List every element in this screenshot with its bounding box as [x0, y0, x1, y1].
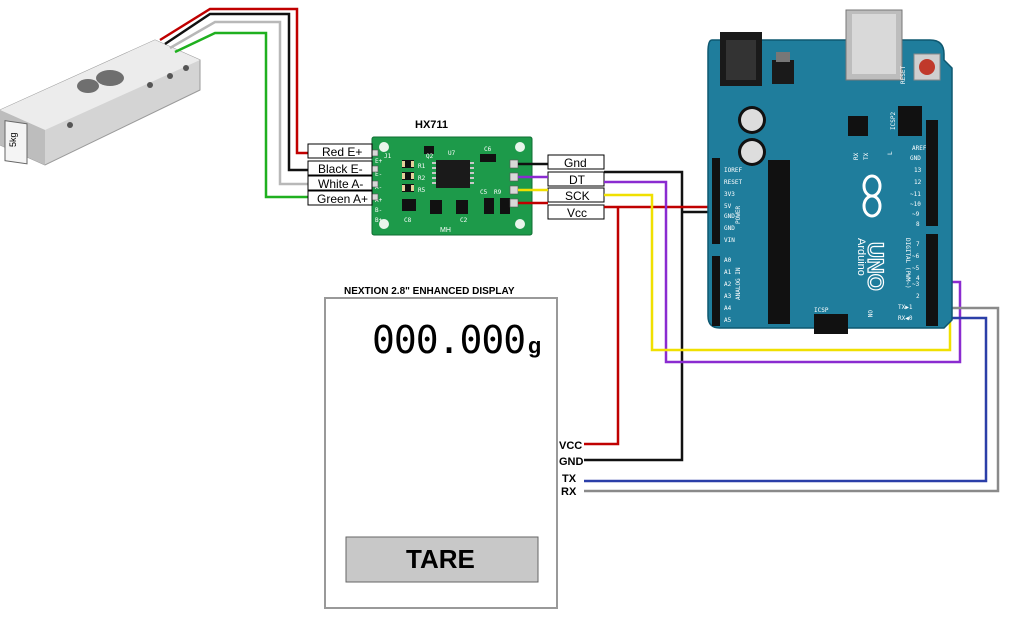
- display-pin-rx: RX: [561, 486, 577, 498]
- pin-4: 4: [916, 275, 920, 282]
- rx-led-label: RX: [853, 152, 860, 160]
- arduino-model: UNO: [863, 242, 888, 291]
- analog-header-label: ANALOG IN: [735, 267, 742, 300]
- silk-c8: C8: [404, 217, 412, 224]
- display-pin-labels: VCC GND TX RX: [559, 440, 584, 498]
- pin-2: 2: [916, 293, 920, 300]
- tare-button[interactable]: TARE: [345, 536, 539, 583]
- digital-pins-bottom: 7 ~6 ~5 4 ~3 2 TX▶1 RX◀0: [898, 241, 920, 322]
- arduino-brand: Arduino: [855, 238, 867, 276]
- pin-gnd-2: GND: [724, 225, 735, 232]
- hx711-pin-vcc: Vcc: [567, 206, 587, 220]
- weight-unit: g: [528, 333, 541, 358]
- hx711-board: HX711 J1 Q2 U7 C6: [371, 119, 533, 236]
- pin-gnd-d: GND: [910, 155, 921, 162]
- pin-a5: A5: [724, 317, 732, 324]
- hx711-pin-green-a-plus: Green A+: [317, 192, 368, 206]
- tare-button-label: TARE: [406, 544, 475, 574]
- silk-u7: U7: [448, 150, 456, 157]
- silk-aplus: A+: [375, 197, 383, 204]
- display-pin-vcc: VCC: [559, 440, 582, 452]
- silk-j1: J1: [384, 153, 392, 160]
- pin-3: ~3: [912, 281, 920, 288]
- pin-a3: A3: [724, 293, 732, 300]
- l-led-label: L: [887, 151, 894, 155]
- pin-10: ~10: [910, 201, 921, 208]
- pin-11: ~11: [910, 191, 921, 198]
- icsp2-label: ICSP2: [890, 112, 897, 130]
- pin-gnd-1: GND: [724, 213, 735, 220]
- silk-aminus: A-: [375, 184, 382, 191]
- pin-a2: A2: [724, 281, 732, 288]
- pin-rx0: RX◀0: [898, 315, 913, 322]
- silk-r9: R9: [494, 189, 502, 196]
- weight-reading: 000.000: [372, 318, 525, 362]
- pin-6: ~6: [912, 253, 920, 260]
- pin-a4: A4: [724, 305, 732, 312]
- arduino-infinity-logo: [862, 174, 882, 218]
- on-led-label: ON: [866, 310, 873, 318]
- aref-label: AREF: [912, 145, 927, 152]
- pin-3v3: 3V3: [724, 191, 735, 198]
- hx711-pin-white-a-minus: White A-: [318, 177, 363, 191]
- pin-9: ~9: [912, 211, 920, 218]
- pin-a1: A1: [724, 269, 732, 276]
- reset-label: RESET: [900, 66, 907, 84]
- hx711-pin-red-e-plus: Red E+: [322, 145, 362, 159]
- power-pins: IOREF RESET 3V3 5V GND GND VIN: [724, 167, 742, 244]
- silk-q2: Q2: [426, 153, 434, 160]
- digital-header-label: DIGITAL (PWM~): [904, 238, 911, 289]
- hx711-right-pin-labels: Gnd DT SCK Vcc: [547, 154, 605, 220]
- digital-pins-top: GND 13 12 ~11 ~10 ~9 8: [910, 155, 922, 228]
- hx711-pin-sck: SCK: [565, 189, 590, 203]
- tx-led-label: TX: [863, 152, 870, 160]
- pin-5: ~5: [912, 265, 920, 272]
- analog-pins: A0 A1 A2 A3 A4 A5: [724, 257, 732, 324]
- silk-r2: R2: [418, 175, 426, 182]
- pin-8: 8: [916, 221, 920, 228]
- load-cell-capacity: 5kg: [8, 132, 18, 147]
- display-pin-gnd: GND: [559, 456, 584, 468]
- silk-mh: MH: [440, 227, 451, 234]
- silk-c5: C5: [480, 189, 488, 196]
- hx711-pin-black-e-minus: Black E-: [318, 162, 363, 176]
- silk-r5: R5: [418, 187, 426, 194]
- pin-7: 7: [916, 241, 920, 248]
- silk-c2: C2: [460, 217, 468, 224]
- hx711-left-pin-labels: Red E+ Black E- White A- Green A+: [307, 143, 373, 206]
- pin-reset: RESET: [724, 179, 742, 186]
- pin-12: 12: [914, 179, 922, 186]
- display-pin-tx: TX: [562, 473, 577, 485]
- hx711-pin-dt: DT: [569, 173, 586, 187]
- silk-bplus: B+: [375, 217, 383, 224]
- silk-c6: C6: [484, 146, 492, 153]
- pin-13: 13: [914, 167, 922, 174]
- silk-r1: R1: [418, 163, 426, 170]
- load-cell: 5kg: [0, 39, 201, 166]
- nextion-display: NEXTION 2.8" ENHANCED DISPLAY 000.000 g …: [324, 286, 558, 609]
- pin-5v: 5V: [724, 203, 732, 210]
- silk-bminus: B-: [375, 207, 382, 214]
- power-header-label: POWER: [735, 206, 742, 224]
- signal-wires: [518, 162, 1000, 493]
- hx711-pin-gnd: Gnd: [564, 156, 587, 170]
- pin-vin: VIN: [724, 237, 735, 244]
- silk-eplus: E+: [375, 158, 383, 165]
- silk-eminus: E-: [375, 171, 382, 178]
- icsp-label: ICSP: [814, 307, 829, 314]
- display-caption: NEXTION 2.8" ENHANCED DISPLAY: [344, 286, 515, 297]
- pin-tx1: TX▶1: [898, 304, 913, 311]
- arduino-uno: RESET ICSP2 TX RX L AREF Arduino UNO ON …: [707, 9, 953, 334]
- hx711-title: HX711: [415, 119, 448, 131]
- pin-a0: A0: [724, 257, 732, 264]
- pin-ioref: IOREF: [724, 167, 742, 174]
